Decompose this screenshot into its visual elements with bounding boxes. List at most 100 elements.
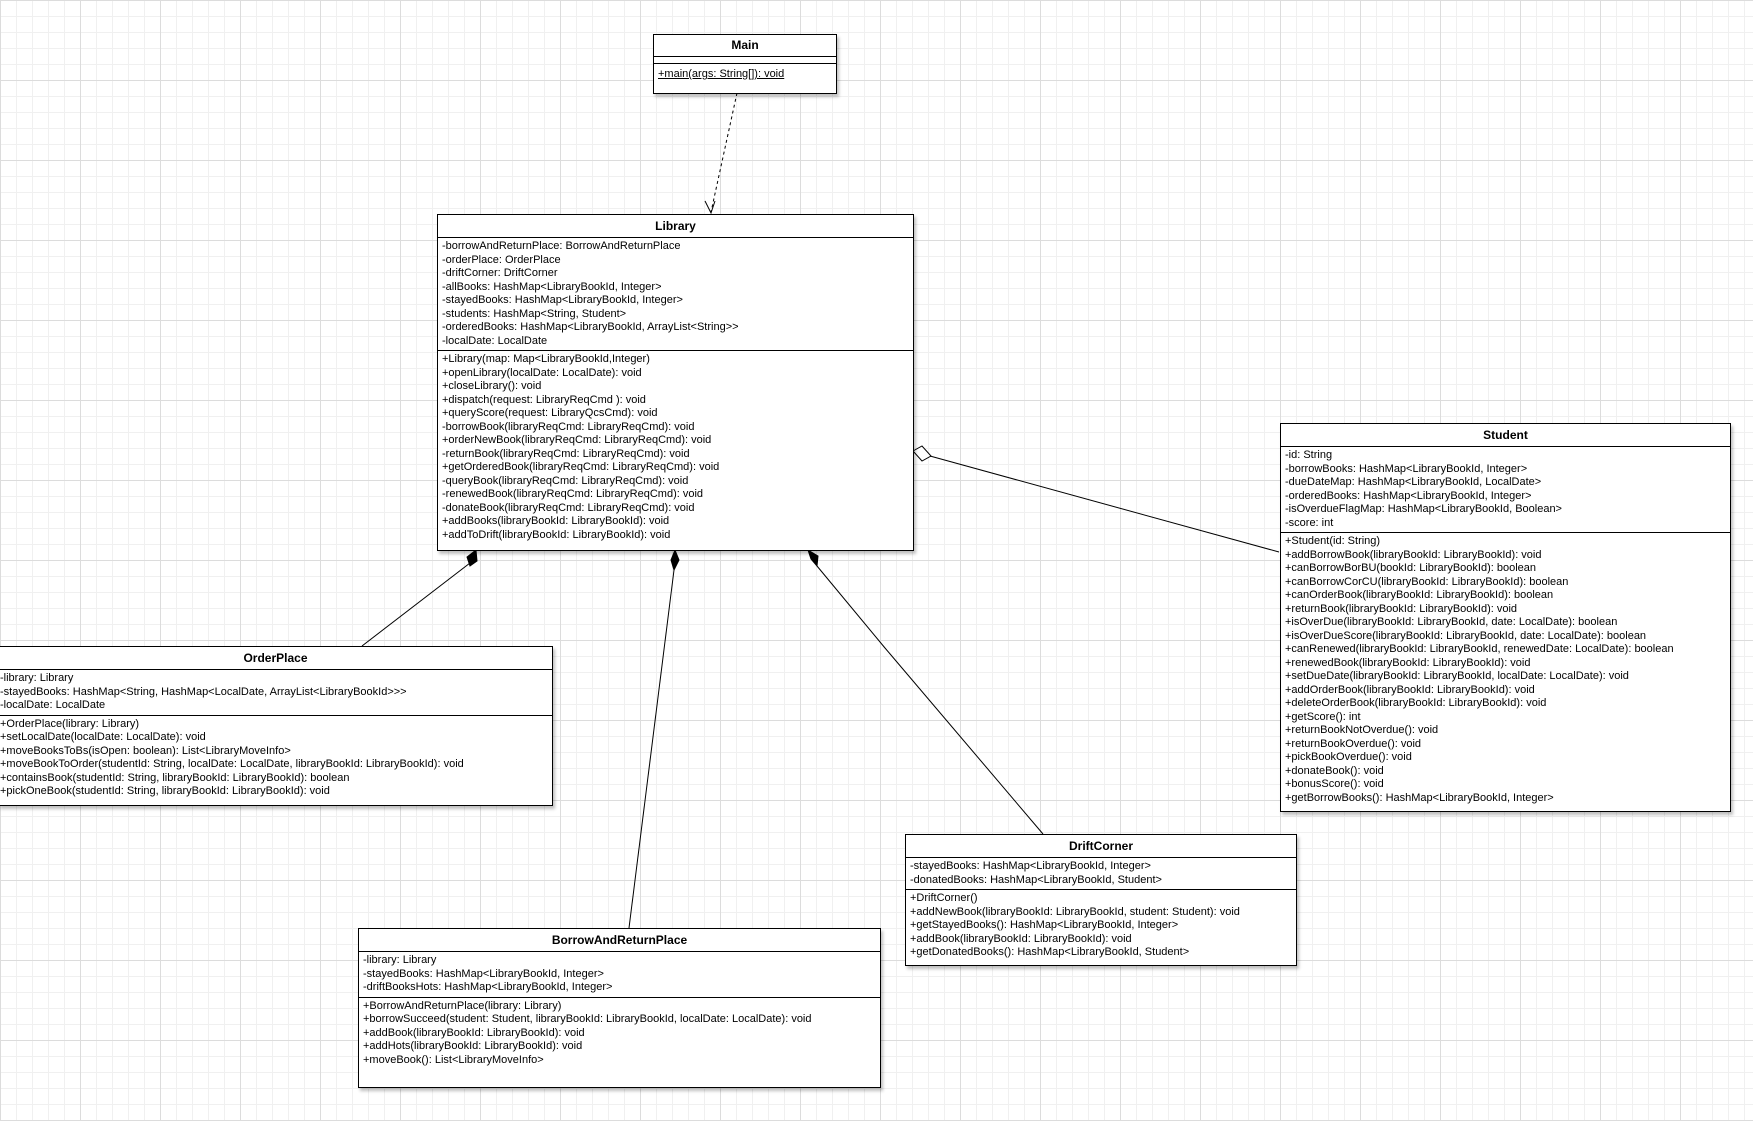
attribute: -students: HashMap<String, Student> <box>442 307 627 320</box>
composition-diamond-driftcorner <box>807 548 819 568</box>
operation: +borrowSucceed(student: Student, library… <box>363 1013 812 1025</box>
operation: -queryBook(libraryReqCmd: LibraryReqCmd)… <box>442 474 689 487</box>
attribute: -localDate: LocalDate <box>442 334 548 347</box>
attribute: -donatedBooks: HashMap<LibraryBookId, St… <box>910 873 1162 886</box>
class-driftcorner[interactable]: DriftCorner -stayedBooks: HashMap<Librar… <box>905 834 1297 966</box>
operation: +addBorrowBook(libraryBookId: LibraryBoo… <box>1285 548 1542 561</box>
attribute: -stayedBooks: HashMap<String, HashMap<Lo… <box>0 685 407 698</box>
composition-diamond-borrowandreturnplace <box>670 548 680 572</box>
operation: -donateBook(libraryReqCmd: LibraryReqCmd… <box>442 501 695 514</box>
operations-compartment: +BorrowAndReturnPlace(library: Library) … <box>359 998 880 1070</box>
operation: +openLibrary(localDate: LocalDate): void <box>442 366 642 379</box>
operation: +main(args: String[]): void <box>658 68 785 80</box>
class-student[interactable]: Student -id: String -borrowBooks: HashMa… <box>1280 423 1731 812</box>
attribute: -score: int <box>1285 516 1334 529</box>
attributes-compartment: -id: String -borrowBooks: HashMap<Librar… <box>1281 447 1730 533</box>
operation: +Library(map: Map<LibraryBookId,Integer) <box>442 353 650 365</box>
composition-library-borrowandreturnplace <box>628 569 675 929</box>
operation: +isOverDueScore(libraryBookId: LibraryBo… <box>1285 629 1647 642</box>
attributes-compartment: -borrowAndReturnPlace: BorrowAndReturnPl… <box>438 238 913 351</box>
attribute: -orderedBooks: HashMap<LibraryBookId, Ar… <box>442 321 739 333</box>
operation: +setLocalDate(localDate: LocalDate): voi… <box>0 731 206 743</box>
composition-library-orderplace <box>361 562 471 647</box>
operation: +pickOneBook(studentId: String, libraryB… <box>0 785 330 797</box>
class-main[interactable]: Main +main(args: String[]): void <box>653 34 837 94</box>
operation: -returnBook(libraryReqCmd: LibraryReqCmd… <box>442 447 690 460</box>
operation: +getBorrowBooks(): HashMap<LibraryBookId… <box>1285 791 1554 804</box>
operation: +containsBook(studentId: String, library… <box>0 771 350 784</box>
class-borrowandreturnplace[interactable]: BorrowAndReturnPlace -library: Library -… <box>358 928 881 1088</box>
operation: +renewedBook(libraryBookId: LibraryBookI… <box>1285 656 1531 669</box>
operations-compartment: +main(args: String[]): void <box>654 64 836 84</box>
composition-library-driftcorner <box>816 565 1044 835</box>
operation: +setDueDate(libraryBookId: LibraryBookId… <box>1285 670 1629 682</box>
dependency-arrowhead <box>704 200 716 215</box>
class-library[interactable]: Library -borrowAndReturnPlace: BorrowAnd… <box>437 214 914 551</box>
operation: +queryScore(request: LibraryQcsCmd): voi… <box>442 407 658 419</box>
operation: +moveBook(): List<LibraryMoveInfo> <box>363 1053 544 1066</box>
attribute: -library: Library <box>0 672 74 684</box>
operations-compartment: +DriftCorner() +addNewBook(libraryBookId… <box>906 890 1296 962</box>
attribute: -localDate: LocalDate <box>0 699 106 711</box>
attributes-compartment: -stayedBooks: HashMap<LibraryBookId, Int… <box>906 858 1296 890</box>
operation: +addNewBook(libraryBookId: LibraryBookId… <box>910 905 1240 918</box>
attribute: -stayedBooks: HashMap<LibraryBookId, Int… <box>363 967 604 980</box>
operation: +addBook(libraryBookId: LibraryBookId): … <box>363 1026 585 1039</box>
operation: -borrowBook(libraryReqCmd: LibraryReqCmd… <box>442 420 695 433</box>
operation: +bonusScore(): void <box>1285 778 1384 790</box>
operation: +getOrderedBook(libraryReqCmd: LibraryRe… <box>442 461 720 473</box>
attribute: -stayedBooks: HashMap<LibraryBookId, Int… <box>442 294 683 306</box>
attribute: -borrowBooks: HashMap<LibraryBookId, Int… <box>1285 462 1528 475</box>
operation: +closeLibrary(): void <box>442 380 542 392</box>
class-name: DriftCorner <box>906 835 1296 858</box>
attribute: -stayedBooks: HashMap<LibraryBookId, Int… <box>910 860 1151 872</box>
operation: +returnBookNotOverdue(): void <box>1285 724 1439 736</box>
attribute: -allBooks: HashMap<LibraryBookId, Intege… <box>442 280 662 293</box>
operation: +OrderPlace(library: Library) <box>0 717 140 730</box>
class-orderplace[interactable]: OrderPlace -library: Library -stayedBook… <box>0 646 553 806</box>
operation: +isOverDue(libraryBookId: LibraryBookId,… <box>1285 616 1618 628</box>
composition-diamond-orderplace <box>466 549 478 567</box>
operations-compartment: +OrderPlace(library: Library) +setLocalD… <box>0 716 552 801</box>
operation: +canOrderBook(libraryBookId: LibraryBook… <box>1285 589 1554 601</box>
attribute: -id: String <box>1285 449 1333 461</box>
operation: +DriftCorner() <box>910 892 978 904</box>
class-name: BorrowAndReturnPlace <box>359 929 880 952</box>
operation: +addBooks(libraryBookId: LibraryBookId):… <box>442 515 670 527</box>
aggregation-library-student <box>929 455 1280 553</box>
operation: +canRenewed(libraryBookId: LibraryBookId… <box>1285 643 1674 655</box>
operation: +canBorrowCorCU(libraryBookId: LibraryBo… <box>1285 575 1569 588</box>
attribute: -driftBooksHots: HashMap<LibraryBookId, … <box>363 981 613 993</box>
operation: +moveBookToOrder(studentId: String, loca… <box>0 758 464 770</box>
operation: +getDonatedBooks(): HashMap<LibraryBookI… <box>910 946 1190 958</box>
operations-compartment: +Student(id: String) +addBorrowBook(libr… <box>1281 533 1730 807</box>
attributes-compartment: -library: Library -stayedBooks: HashMap<… <box>0 670 552 716</box>
attribute: -dueDateMap: HashMap<LibraryBookId, Loca… <box>1285 476 1542 488</box>
operation: +addBook(libraryBookId: LibraryBookId): … <box>910 932 1132 945</box>
operation: +getStayedBooks(): HashMap<LibraryBookId… <box>910 919 1179 931</box>
attribute: -borrowAndReturnPlace: BorrowAndReturnPl… <box>442 240 681 252</box>
operation: +addToDrift(libraryBookId: LibraryBookId… <box>442 528 671 541</box>
class-name: Library <box>438 215 913 238</box>
attribute: -orderPlace: OrderPlace <box>442 253 561 266</box>
operation: +addHots(libraryBookId: LibraryBookId): … <box>363 1040 583 1052</box>
operation: +returnBookOverdue(): void <box>1285 737 1422 750</box>
dependency-main-library <box>710 92 738 213</box>
operation: +moveBooksToBs(isOpen: boolean): List<Li… <box>0 744 291 757</box>
attribute: -driftCorner: DriftCorner <box>442 267 558 279</box>
operation: +Student(id: String) <box>1285 535 1381 547</box>
attribute: -orderedBooks: HashMap<LibraryBookId, In… <box>1285 489 1532 502</box>
attribute: -library: Library <box>363 954 437 966</box>
operation: +orderNewBook(libraryReqCmd: LibraryReqC… <box>442 434 712 446</box>
operation: +BorrowAndReturnPlace(library: Library) <box>363 999 562 1012</box>
attributes-compartment: -library: Library -stayedBooks: HashMap<… <box>359 952 880 998</box>
operation: +pickBookOverdue(): void <box>1285 751 1412 763</box>
attributes-compartment <box>654 57 836 64</box>
operation: +returnBook(libraryBookId: LibraryBookId… <box>1285 602 1518 615</box>
attribute: -isOverdueFlagMap: HashMap<LibraryBookId… <box>1285 503 1562 515</box>
class-name: Main <box>654 35 836 57</box>
operation: +canBorrowBorBU(bookId: LibraryBookId): … <box>1285 562 1536 574</box>
operation: +getScore(): int <box>1285 710 1361 723</box>
operation: -renewedBook(libraryReqCmd: LibraryReqCm… <box>442 488 704 500</box>
